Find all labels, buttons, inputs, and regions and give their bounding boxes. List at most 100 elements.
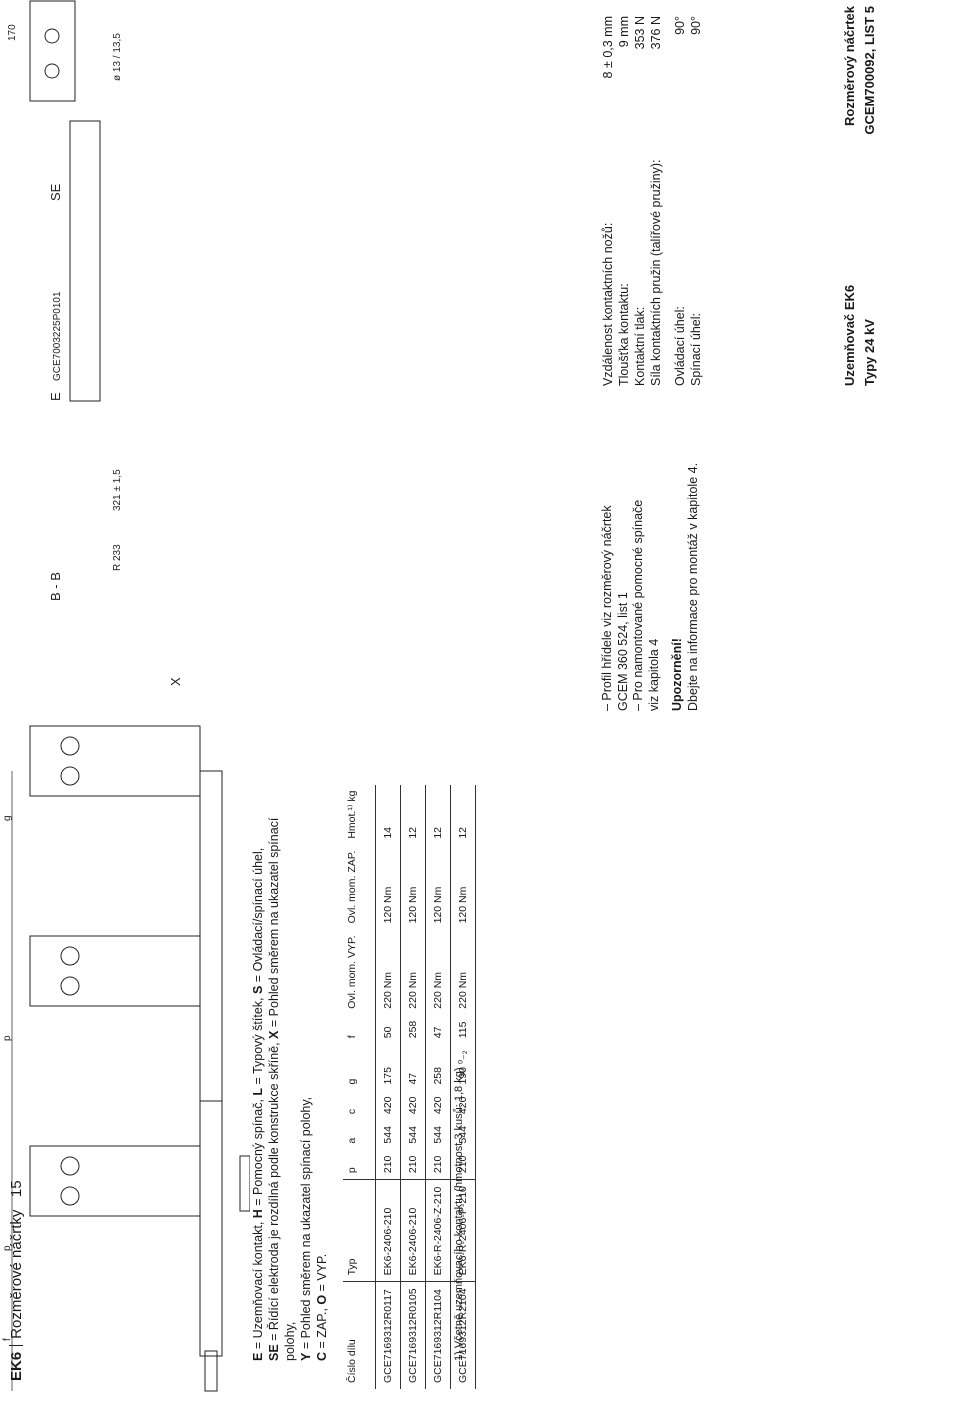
label-E: E — [48, 392, 63, 401]
legend-key-C: C — [315, 1351, 329, 1361]
dim-p1: p — [2, 1245, 13, 1251]
param-value: 353 N — [633, 16, 647, 50]
legend-key-SE: SE — [267, 1344, 281, 1361]
param-label: Vzdálenost kontaktních nožů: — [601, 222, 615, 386]
dim-p2: p — [2, 1035, 13, 1041]
table-cell: 50 — [375, 1014, 401, 1045]
table-cell: EK6-R-2406-Z-210 — [425, 1179, 451, 1282]
drawing-earthing-contact — [30, 1, 100, 401]
table-header-cell: f — [343, 1014, 376, 1045]
table-cell: 120 Nm — [375, 844, 401, 930]
param-row: Kontaktní tlak: 353 N — [632, 6, 648, 386]
table-cell: 210 — [400, 1149, 426, 1180]
table-cell: 47 — [425, 1014, 451, 1045]
table-header-cell: a — [343, 1120, 376, 1150]
param-label: Kontaktní tlak: — [633, 306, 647, 386]
table-header-cell: c — [343, 1090, 376, 1121]
table-cell: 210 — [425, 1149, 451, 1180]
label-section-BB: B - B — [48, 572, 63, 601]
legend-key-E: E — [251, 1352, 265, 1361]
title-docno: GCEM700092, LIST 5 — [862, 6, 877, 135]
title-block: Uzemňovač EK6 Rozměrový náčrtek Typy 24 … — [840, 6, 880, 386]
table-row: GCE7169312R1104 EK6-R-2406-Z-210 210 544… — [425, 784, 451, 1389]
table-cell: 115 — [450, 1014, 476, 1045]
table-cell: 14 — [375, 784, 401, 845]
param-row: Spínací úhel:90° — [688, 6, 704, 386]
title-doc: Rozměrový náčrtek — [842, 6, 857, 126]
label-E-part: GCE7003225P0101 — [52, 291, 63, 381]
param-value: 90° — [673, 16, 687, 35]
legend-text-H: = Pomocný spínač, — [251, 1095, 265, 1210]
table-cell: 220 Nm — [425, 929, 451, 1015]
table-header-cell: g — [343, 1044, 376, 1091]
note-line: viz kapitola 4 — [646, 638, 661, 711]
dim-R233: R 233 — [112, 544, 123, 571]
table-cell: 420 — [375, 1090, 401, 1121]
drawing-contact-2 — [30, 936, 200, 1006]
table-cell: 12 — [450, 784, 476, 845]
table-cell: EK6-2406-210 — [375, 1179, 401, 1282]
table-cell: 258 — [400, 1014, 426, 1045]
legend-text-E: = Uzemňovací kontakt, — [251, 1218, 265, 1353]
dim-hole: ø 13 / 13,5 — [112, 33, 123, 81]
table-cell: GCE7169312R0117 — [375, 1281, 401, 1389]
legend-key-L: L — [251, 1087, 265, 1096]
table-header-row: Číslo dílu Typ p a c g f Ovl. mom. VYP. … — [343, 784, 376, 1389]
table-header-cell: Ovl. mom. ZAP. — [343, 844, 376, 930]
table-cell: GCE7169312R0105 — [400, 1281, 426, 1389]
dim-321: 321 ± 1,5 — [112, 469, 123, 511]
label-Y: Y — [248, 667, 250, 676]
note-line: – Profil hřídele viz rozměrový náčrtek — [600, 505, 614, 711]
note-line: – Pro namontované pomocné spínače — [631, 499, 645, 711]
table-cell: 120 Nm — [400, 844, 426, 930]
legend-text-Y: = Pohled směrem na ukazatel spínací polo… — [299, 1096, 313, 1353]
legend-key-O: O — [315, 1294, 329, 1305]
dim-g: g — [2, 815, 13, 821]
table-cell: GCE7169312R1104 — [425, 1281, 451, 1389]
param-value: 376 N — [649, 16, 663, 50]
dim-f: f — [2, 1338, 13, 1341]
table-header-cell: Hmot.¹⁾ kg — [343, 784, 376, 845]
table-cell: EK6-2406-210 — [400, 1179, 426, 1282]
legend-text-C: = ZAP., — [315, 1304, 329, 1352]
param-row: Tloušťka kontaktu:9 mm — [616, 6, 632, 386]
legend-key-H: H — [251, 1209, 265, 1219]
dim-170: 170 — [7, 24, 18, 41]
notes: – Profil hřídele viz rozměrový náčrtek G… — [600, 431, 662, 711]
param-label: Síla kontaktních pružin (talířové pružin… — [649, 159, 663, 387]
legend-key-Y: Y — [299, 1352, 313, 1361]
legend: E = Uzemňovací kontakt, H = Pomocný spín… — [250, 801, 330, 1361]
table-cell: 220 Nm — [400, 929, 426, 1015]
table-cell: 544 — [425, 1120, 451, 1150]
table-cell: 12 — [400, 784, 426, 845]
table-header-cell: Typ — [343, 1179, 376, 1282]
warning-block: Upozornění! Dbejte na informace pro mont… — [670, 411, 701, 711]
table-cell: 544 — [375, 1120, 401, 1150]
table-cell: 120 Nm — [425, 844, 451, 930]
legend-text-S: = Ovládací/spínací úhel, — [251, 847, 265, 986]
legend-text-L: = Typový štítek, — [251, 994, 265, 1088]
label-X: X — [168, 677, 183, 686]
table-cell: 544 — [400, 1120, 426, 1150]
table-cell: 420 — [425, 1090, 451, 1121]
param-row: Ovládací úhel:90° — [672, 6, 688, 386]
param-value: 9 mm — [617, 16, 631, 48]
warning-text: Dbejte na informace pro montáž v kapitol… — [685, 462, 700, 711]
legend-text-O: = VYP. — [315, 1253, 329, 1295]
legend-key-X: X — [267, 1030, 281, 1039]
drawing-shaft — [200, 771, 222, 1101]
legend-key-S: S — [251, 985, 265, 995]
table-cell: 175 — [375, 1044, 401, 1091]
drawing-contact-1 — [30, 1146, 250, 1216]
table-row: GCE7169312R0105 EK6-2406-210 210 544 420… — [400, 784, 426, 1389]
table-cell: 120 Nm — [450, 844, 476, 930]
table-cell: 210 — [375, 1149, 401, 1180]
table-footnote: 1) Včetně uzemňovacího kontaktu (hmotnos… — [453, 1067, 465, 1362]
param-value: 8 ± 0,3 mm — [601, 16, 615, 79]
param-row: Vzdálenost kontaktních nožů: 8 ± 0,3 mm — [600, 6, 616, 386]
warning-title: Upozornění! — [670, 638, 684, 711]
table-header-cell: Ovl. mom. VYP. — [343, 929, 376, 1015]
table-cell: 47 — [400, 1044, 426, 1091]
title-types: Typy 24 kV — [862, 319, 877, 386]
